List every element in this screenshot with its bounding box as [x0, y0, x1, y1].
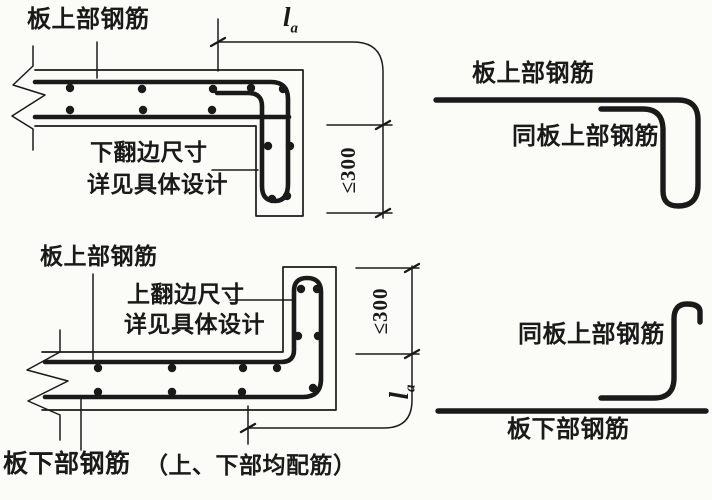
concrete-outline — [41, 266, 337, 411]
top-rebar-shape — [433, 97, 701, 209]
cross-bar-dots — [65, 83, 295, 204]
label-slab-bottom-rebar: 板下部钢筋 — [507, 417, 630, 443]
note-downturn-size-line2: 详见具体设计 — [87, 172, 228, 197]
tick-marks — [209, 36, 392, 219]
dim-upturn-depth: ≤300 — [368, 287, 392, 335]
cross-bar-dots — [93, 284, 323, 397]
label-slab-top-rebar: 板上部钢筋 — [40, 244, 158, 269]
bent-rebar-system — [42, 275, 324, 400]
detail-downturn-section — [11, 18, 393, 219]
note-upturn-size-line2: 详见具体设计 — [124, 312, 265, 337]
label-same-as-slab-top-rebar: 同板上部钢筋 — [518, 322, 665, 348]
upturned-rebar-shape — [598, 301, 703, 401]
dim-downturn-depth: ≤300 — [336, 146, 360, 194]
concrete-outline — [34, 69, 304, 217]
dimension-line — [217, 41, 384, 219]
label-slab-bottom-rebar: 板下部钢筋 — [3, 451, 131, 478]
note-upturn-size-line1: 上翻边尺寸 — [127, 282, 245, 307]
detail-upturn-section — [26, 262, 421, 451]
note-downturn-size-line1: 下翻边尺寸 — [90, 140, 208, 165]
shape-upturn-bars — [435, 301, 709, 414]
break-line — [26, 329, 69, 441]
shape-downturn-bars — [433, 97, 701, 209]
dim-anchorage-length: la — [283, 2, 299, 37]
tick-marks — [239, 262, 421, 434]
dimension-line — [247, 265, 413, 429]
label-same-as-slab-top-rebar: 同板上部钢筋 — [512, 124, 659, 150]
note-both-reinforced: （上、下部均配筋） — [145, 453, 357, 478]
break-line — [11, 45, 46, 151]
label-slab-top-rebar: 板上部钢筋 — [27, 7, 150, 33]
label-slab-top-rebar: 板上部钢筋 — [472, 61, 595, 87]
dim-anchorage-length: la — [384, 384, 419, 400]
